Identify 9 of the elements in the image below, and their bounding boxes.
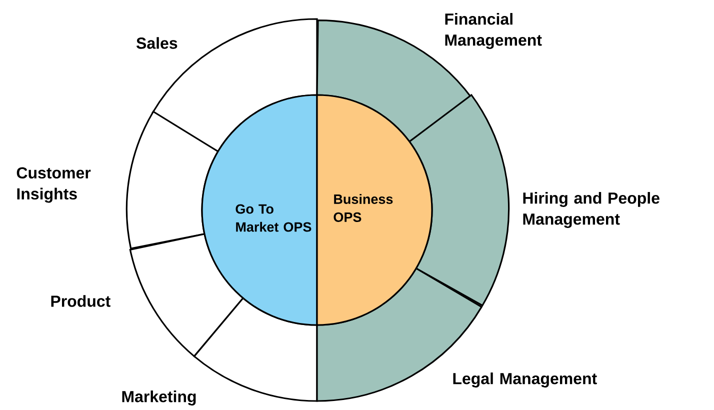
segment-label: Financial Management (445, 13, 542, 49)
segment-label: Customer Insights (16, 167, 91, 203)
segment-label: Sales (136, 37, 178, 49)
segment-label: Legal Management (453, 372, 597, 388)
segment-label: Hiring and People Management (523, 192, 660, 228)
hub-label: Business OPS (334, 194, 393, 222)
segment-label: Product (51, 295, 110, 307)
hub-label: Go To Market OPS (236, 204, 312, 232)
segment-label: Marketing (122, 390, 196, 406)
